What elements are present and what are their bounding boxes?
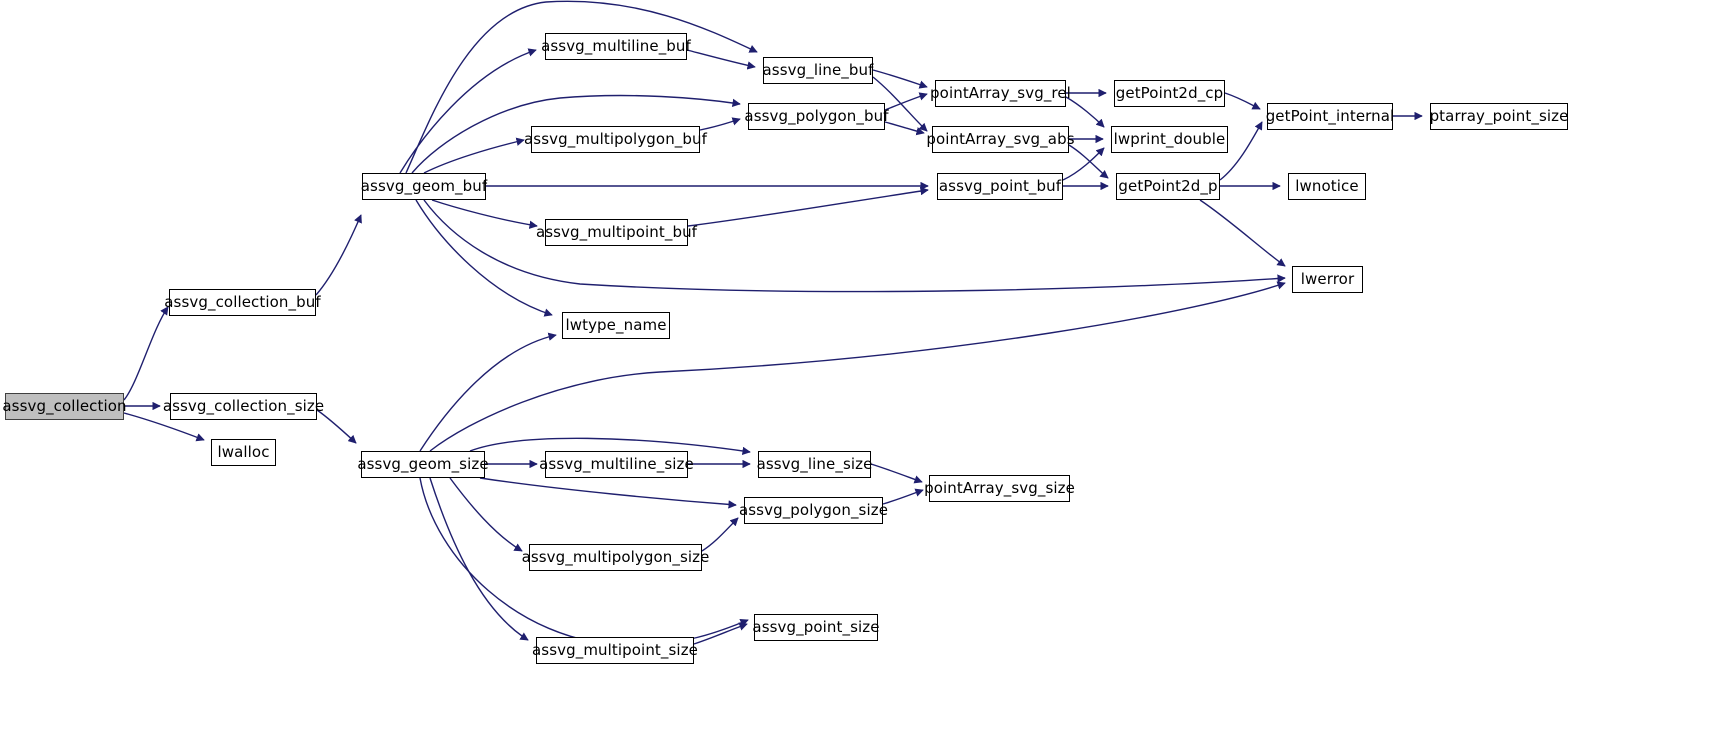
node-pointArray_svg_rel[interactable]: pointArray_svg_rel [930,80,1071,107]
node-label: assvg_polygon_buf [744,107,889,125]
node-assvg_geom_size[interactable]: assvg_geom_size [357,451,489,478]
node-assvg_collection_size[interactable]: assvg_collection_size [163,393,324,420]
node-assvg_multipolygon_size[interactable]: assvg_multipolygon_size [522,544,709,571]
node-label: getPoint2d_cp [1115,84,1224,102]
node-lwnotice[interactable]: lwnotice [1288,173,1366,200]
node-label: lwalloc [217,443,270,461]
node-label: assvg_multipoint_buf [535,223,698,241]
node-lwtype_name[interactable]: lwtype_name [562,312,670,339]
node-label: lwnotice [1295,177,1359,195]
node-assvg_multipoint_size[interactable]: assvg_multipoint_size [532,637,698,664]
node-assvg_point_size[interactable]: assvg_point_size [752,614,879,641]
node-label: lwtype_name [565,316,667,334]
node-assvg_line_buf[interactable]: assvg_line_buf [763,57,873,84]
node-label: ptarray_point_size [1429,107,1569,125]
node-getPoint2d_cp[interactable]: getPoint2d_cp [1114,80,1225,107]
node-pointArray_svg_size[interactable]: pointArray_svg_size [924,475,1075,502]
node-label: lwerror [1300,270,1355,288]
node-assvg_multipolygon_buf[interactable]: assvg_multipolygon_buf [524,126,707,153]
node-label: assvg_multipolygon_size [521,548,710,566]
node-label: assvg_line_size [756,455,873,473]
node-label: assvg_multiline_buf [541,37,691,55]
node-getPoint_internal[interactable]: getPoint_internal [1266,103,1394,130]
node-label: pointArray_svg_abs [926,130,1075,148]
node-label: assvg_multiline_size [539,455,694,473]
node-label: assvg_polygon_size [738,501,889,519]
node-label: assvg_point_size [752,618,880,636]
node-label: pointArray_svg_rel [930,84,1071,102]
node-assvg_polygon_size[interactable]: assvg_polygon_size [739,497,888,524]
node-label: lwprint_double [1113,130,1226,148]
node-label: getPoint_internal [1265,107,1395,125]
node-label: assvg_collection [2,397,127,415]
node-lwprint_double[interactable]: lwprint_double [1111,126,1228,153]
node-label: pointArray_svg_size [924,479,1075,497]
node-label: assvg_multipoint_size [532,641,698,659]
node-assvg_multiline_buf[interactable]: assvg_multiline_buf [541,33,691,60]
node-assvg_geom_buf[interactable]: assvg_geom_buf [361,173,487,200]
node-assvg_polygon_buf[interactable]: assvg_polygon_buf [744,103,888,130]
node-lwalloc[interactable]: lwalloc [211,439,276,466]
node-label: getPoint2d_p [1118,177,1218,195]
node-label: assvg_geom_buf [360,177,488,195]
node-label: assvg_line_buf [762,61,874,79]
node-assvg_line_size[interactable]: assvg_line_size [757,451,872,478]
node-assvg_multiline_size[interactable]: assvg_multiline_size [539,451,694,478]
node-ptarray_point_size[interactable]: ptarray_point_size [1430,103,1568,130]
node-assvg_collection_buf[interactable]: assvg_collection_buf [164,289,321,316]
node-label: assvg_geom_size [357,455,489,473]
node-getPoint2d_p[interactable]: getPoint2d_p [1116,173,1220,200]
node-assvg_collection[interactable]: assvg_collection [2,393,127,420]
node-pointArray_svg_abs[interactable]: pointArray_svg_abs [926,126,1075,153]
node-assvg_multipoint_buf[interactable]: assvg_multipoint_buf [536,219,697,246]
node-assvg_point_buf[interactable]: assvg_point_buf [937,173,1063,200]
node-label: assvg_collection_buf [164,293,321,311]
node-label: assvg_point_buf [938,177,1062,195]
node-label: assvg_multipolygon_buf [524,130,708,148]
node-lwerror[interactable]: lwerror [1292,266,1363,293]
node-label: assvg_collection_size [162,397,325,415]
